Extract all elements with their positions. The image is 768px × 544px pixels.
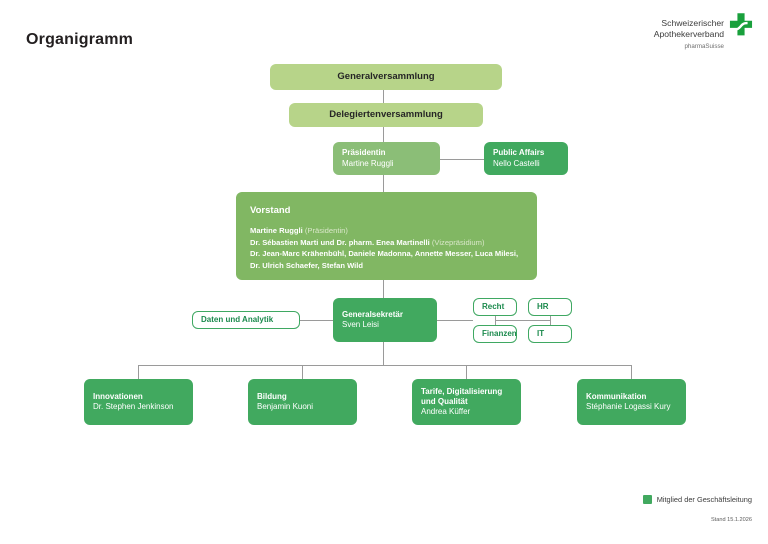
connector-drop-tarife (466, 365, 467, 379)
node-tarife-digitalisierung-qualitaet[interactable]: Tarife, Digitalisierung und Qualität And… (412, 379, 521, 425)
connector-department-distributor (138, 365, 632, 366)
node-public-affairs[interactable]: Public Affairs Nello Castelli (484, 142, 568, 175)
node-kommunikation[interactable]: Kommunikation Stéphanie Logassi Kury (577, 379, 686, 425)
innovationen-person: Dr. Stephen Jenkinson (93, 402, 174, 411)
vorstand-members-line-1: Dr. Jean-Marc Krähenbühl, Daniele Madonn… (250, 249, 519, 258)
vorstand-praesidentin-name: Martine Ruggli (250, 226, 303, 235)
praesidentin-person: Martine Ruggli (342, 158, 394, 168)
logo-text-block: Schweizerischer Apothekerverband pharmaS… (654, 12, 724, 52)
node-innovationen[interactable]: Innovationen Dr. Stephen Jenkinson (84, 379, 193, 425)
public-affairs-title: Public Affairs (493, 148, 545, 158)
node-daten-und-analytik[interactable]: Daten und Analytik (192, 311, 300, 329)
tarife-title-line-2: und Qualität (421, 396, 468, 406)
node-vorstand[interactable]: Vorstand Martine Ruggli (Präsidentin) Dr… (236, 192, 537, 280)
public-affairs-person: Nello Castelli (493, 158, 540, 168)
it-title: IT (537, 328, 545, 338)
connector-gv-dv (383, 89, 384, 106)
kommunikation-person: Stéphanie Logassi Kury (586, 402, 671, 411)
generalsekretaer-title: Generalsekretär (342, 309, 403, 319)
connector-staff-bridge (495, 320, 550, 321)
node-finanzen[interactable]: Finanzen (473, 325, 517, 343)
logo-subtitle: pharmaSuisse (684, 43, 724, 50)
node-generalsekretaer[interactable]: Generalsekretär Sven Leisi (333, 298, 437, 342)
node-hr[interactable]: HR (528, 298, 572, 316)
page-title: Organigramm (26, 31, 134, 48)
connector-gs-staff (437, 320, 473, 321)
daten-und-analytik-title: Daten und Analytik (201, 314, 274, 324)
delegiertenversammlung-title: Delegiertenversammlung (329, 108, 443, 120)
node-it[interactable]: IT (528, 325, 572, 343)
pharmacy-cross-icon (729, 13, 753, 36)
legend-swatch-icon (642, 495, 652, 504)
legend: Mitglied der Geschäftsleitung (642, 495, 752, 504)
bildung-title: Bildung (257, 391, 287, 401)
vorstand-vize-role: (Vizepräsidium) (429, 237, 485, 247)
vorstand-title: Vorstand (250, 205, 291, 216)
tarife-title-line-1: Tarife, Digitalisierung (421, 386, 503, 396)
finanzen-title: Finanzen (482, 328, 517, 338)
generalversammlung-title: Generalversammlung (337, 70, 435, 82)
vorstand-praesidentin-role: (Präsidentin) (302, 226, 348, 235)
connector-dv-praesidentin (383, 127, 384, 144)
innovationen-title: Innovationen (93, 391, 143, 401)
vorstand-vize-row: Dr. Sébastien Marti und Dr. pharm. Enea … (250, 237, 523, 249)
node-recht[interactable]: Recht (473, 298, 517, 316)
connector-drop-innovationen (138, 365, 139, 379)
kommunikation-title: Kommunikation (586, 391, 647, 401)
logo-line-1: Schweizerischer (661, 18, 724, 28)
praesidentin-title: Präsidentin (342, 148, 386, 158)
vorstand-praesidentin-row: Martine Ruggli (Präsidentin) (250, 225, 523, 237)
hr-title: HR (537, 301, 549, 311)
connector-drop-bildung (302, 365, 303, 379)
connector-drop-kommunikation (631, 365, 632, 379)
node-delegiertenversammlung[interactable]: Delegiertenversammlung (289, 103, 483, 127)
generalsekretaer-person: Sven Leisi (342, 320, 379, 329)
connector-daten-gs (300, 320, 334, 321)
connector-gs-departments (383, 342, 384, 365)
node-generalversammlung[interactable]: Generalversammlung (270, 64, 502, 90)
bildung-person: Benjamin Kuoni (257, 402, 314, 411)
connector-staff-hr-it (550, 312, 551, 329)
tarife-person: Andrea Küffer (421, 407, 471, 417)
vorstand-vize-names: Dr. Sébastien Marti und Dr. pharm. Enea … (250, 237, 430, 247)
stand-date: Stand 15.1.2026 (710, 517, 752, 523)
node-bildung[interactable]: Bildung Benjamin Kuoni (248, 379, 357, 425)
legend-label: Mitglied der Geschäftsleitung (656, 495, 752, 504)
logo-line-2: Apothekerverband (653, 28, 724, 39)
recht-title: Recht (482, 301, 505, 311)
node-praesidentin[interactable]: Präsidentin Martine Ruggli (333, 142, 440, 175)
connector-vorstand-gs (383, 280, 384, 298)
vorstand-members-line-2: Dr. Ulrich Schaefer, Stefan Wild (250, 260, 364, 270)
pharmasuisse-logo: Schweizerischer Apothekerverband pharmaS… (654, 12, 754, 52)
connector-praesidentin-vorstand (383, 175, 384, 192)
connector-praesidentin-publicaffairs (440, 159, 484, 160)
